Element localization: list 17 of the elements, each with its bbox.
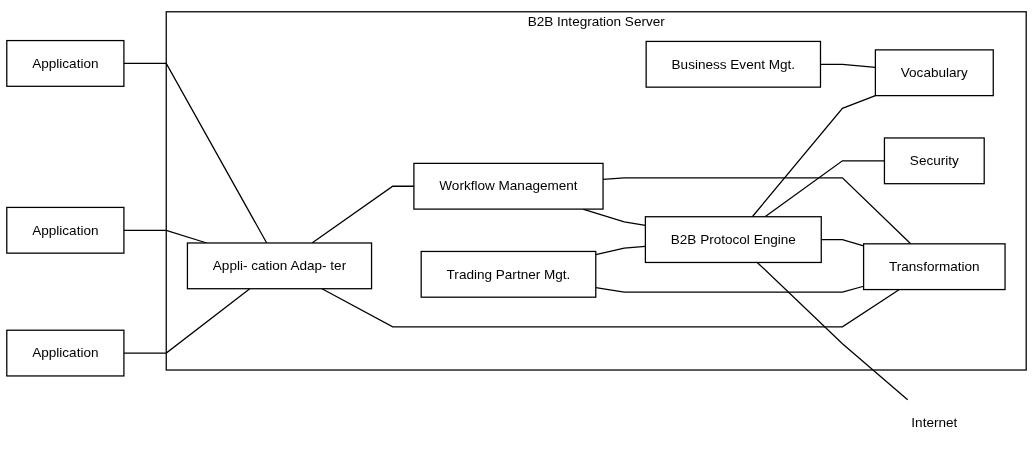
- node-box: Security: [883, 137, 985, 185]
- connector: [321, 288, 900, 328]
- node-box: Application: [6, 329, 125, 377]
- node-box: Workflow Management: [413, 162, 604, 210]
- node-text: Internet: [911, 414, 958, 430]
- connector: [751, 94, 877, 218]
- node-box: Vocabulary: [874, 49, 994, 97]
- connector: [756, 261, 909, 401]
- connector: [123, 62, 268, 244]
- node-box: Business Event Mgt.: [645, 40, 822, 88]
- node-box: Trading Partner Mgt.: [420, 250, 597, 298]
- node-box: Application: [6, 206, 125, 254]
- node-box: Transformation: [862, 243, 1006, 291]
- connector: [123, 288, 251, 354]
- node-box: B2B Protocol Engine: [644, 216, 822, 263]
- node-box: Appli- cation Adap- ter: [186, 242, 373, 290]
- node-box: Application: [6, 39, 125, 87]
